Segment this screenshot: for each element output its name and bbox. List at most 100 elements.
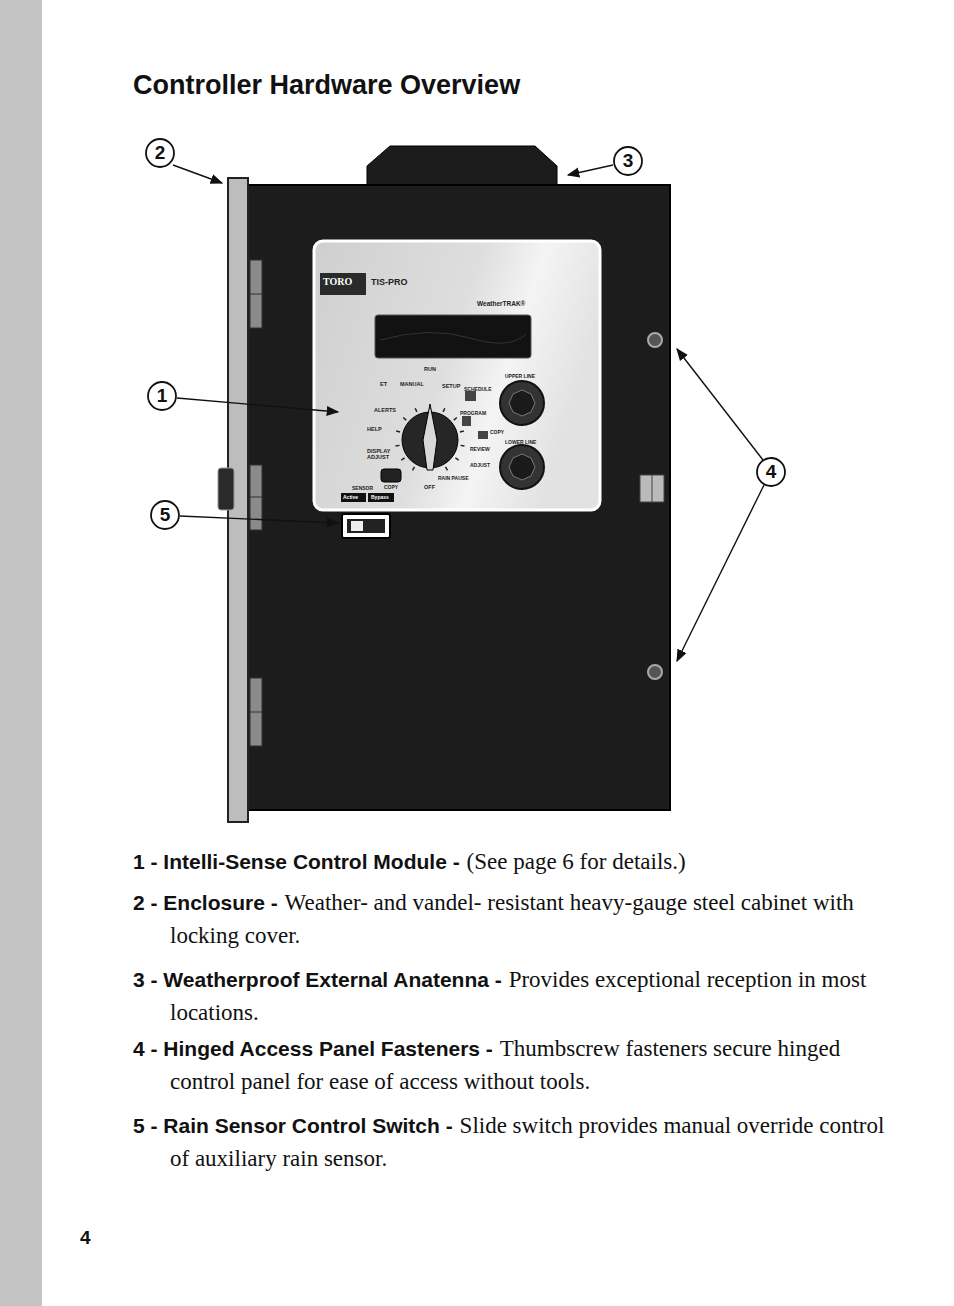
panel-label: ALERTS	[374, 408, 396, 414]
art-shape	[460, 431, 464, 432]
latch-line	[652, 475, 653, 502]
art-shape	[347, 519, 385, 533]
art-shape	[677, 485, 764, 661]
panel-label: TIS-PRO	[371, 278, 408, 287]
latch-tab	[640, 475, 664, 502]
part-name: 3 - Weatherproof External Anatenna -	[133, 968, 502, 991]
art-shape	[455, 458, 458, 460]
art-shape	[413, 467, 415, 470]
lock	[218, 468, 234, 510]
callout-number: 3	[614, 147, 642, 175]
art-shape	[146, 139, 174, 167]
program-icon	[462, 416, 471, 426]
art-shape	[454, 418, 457, 421]
art-shape	[568, 165, 613, 175]
part-name: 2 - Enclosure -	[133, 891, 278, 914]
art-shape	[342, 514, 390, 538]
callout-number: 1	[148, 382, 176, 410]
panel-label: PROGRAM	[460, 411, 486, 416]
art-shape	[250, 294, 262, 295]
panel-label: SENSOR	[352, 486, 373, 491]
art-shape	[677, 349, 763, 460]
active-tab	[341, 493, 366, 502]
hinges	[250, 260, 262, 746]
art-shape	[415, 408, 417, 412]
art-shape	[396, 445, 400, 447]
art-shape	[461, 445, 465, 447]
art-shape	[757, 458, 785, 486]
page-number: 4	[80, 1227, 91, 1249]
panel-label: SCHEDULE	[464, 387, 492, 392]
art-shape	[446, 467, 448, 470]
copy-button	[381, 469, 401, 482]
panel-label: LOWER LINE	[505, 440, 536, 445]
margin-strip	[0, 0, 42, 1306]
panel-label: OFF	[424, 485, 435, 491]
part-name: 5 - Rain Sensor Control Switch -	[133, 1114, 453, 1137]
copy-icon	[478, 431, 488, 439]
description-item: 2 - Enclosure -Weather- and vandel- resi…	[133, 887, 885, 953]
schedule-icon	[465, 391, 476, 401]
art-shape	[250, 260, 262, 328]
part-name: 4 - Hinged Access Panel Fasteners -	[133, 1037, 493, 1060]
panel-label: SETUP	[442, 384, 460, 390]
bypass-tab	[368, 493, 394, 502]
art-shape	[396, 431, 400, 432]
art-shape	[500, 445, 544, 489]
art-shape	[401, 458, 404, 460]
thumbscrew	[648, 333, 662, 347]
leader-lines	[173, 165, 764, 661]
lower-line-knob	[500, 445, 544, 489]
art-shape	[509, 390, 535, 416]
art-shape	[148, 382, 176, 410]
panel-label: ADJUST	[470, 463, 490, 468]
art-shape	[250, 497, 262, 498]
panel-label: REVIEW	[470, 447, 490, 452]
panel-label: COPY	[490, 430, 504, 435]
panel-label: RAIN PAUSE	[438, 476, 468, 481]
panel-label: DISPLAY ADJUST	[367, 449, 399, 461]
panel-label: Active	[343, 495, 358, 500]
callout-number: 5	[151, 501, 179, 529]
page-title: Controller Hardware Overview	[133, 70, 520, 101]
art-shape	[173, 165, 222, 183]
description-item: 1 - Intelli-Sense Control Module - (See p…	[133, 846, 885, 879]
panel-label: RUN	[424, 367, 436, 373]
callout-number: 2	[146, 139, 174, 167]
art-shape	[509, 454, 535, 480]
display-glare	[380, 332, 526, 343]
part-description: (See page 6 for details.)	[467, 849, 686, 874]
rain-sensor-switch	[342, 514, 390, 538]
control-module-panel: TOROTIS-PROWeatherTRAK®RUNMANUALSETUPSCH…	[314, 241, 600, 510]
description-item: 5 - Rain Sensor Control Switch -Slide sw…	[133, 1110, 885, 1176]
art-shape	[351, 521, 363, 531]
panel-label: UPPER LINE	[505, 374, 535, 379]
cabinet-door	[248, 185, 670, 810]
panel-label: WeatherTRAK®	[477, 301, 525, 308]
part-name: 1 - Intelli-Sense Control Module -	[133, 850, 460, 873]
antenna	[367, 146, 557, 187]
art-shape	[423, 404, 437, 470]
logo-box	[320, 273, 366, 295]
art-shape	[250, 678, 262, 746]
art-shape	[177, 398, 338, 412]
art-shape	[250, 712, 262, 713]
art-shape	[403, 418, 406, 421]
art-shape	[151, 501, 179, 529]
art-shape	[614, 147, 642, 175]
mode-dial	[402, 404, 458, 470]
art-shape	[429, 405, 431, 409]
panel-label: Bypass	[371, 495, 389, 500]
art-shape	[500, 381, 544, 425]
description-item: 4 - Hinged Access Panel Fasteners -Thumb…	[133, 1033, 885, 1099]
panel-label: MANUAL	[400, 382, 424, 388]
callout-number: 4	[757, 458, 785, 486]
upper-line-knob	[500, 381, 544, 425]
panel-label: HELP	[367, 427, 382, 433]
callout-circles	[146, 139, 785, 529]
control-panel	[314, 241, 600, 510]
dial-ticks	[396, 405, 465, 470]
art-shape	[443, 408, 445, 412]
